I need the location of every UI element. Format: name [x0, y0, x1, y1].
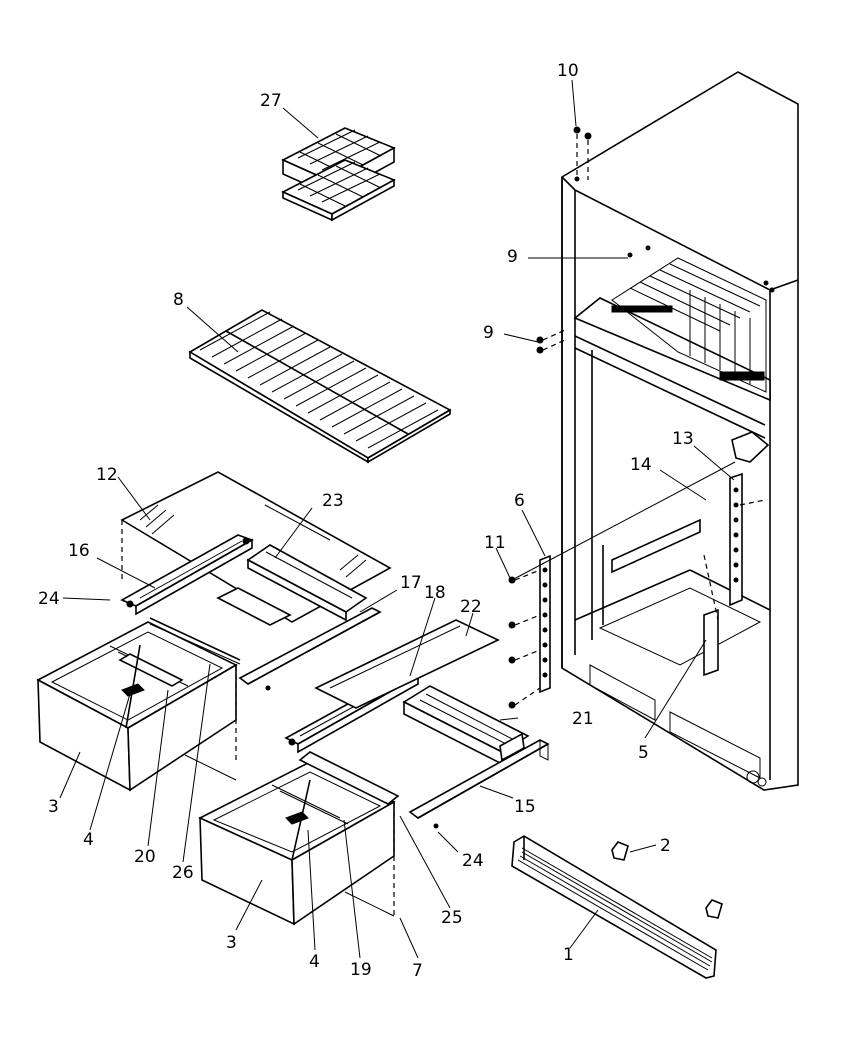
freezer-evaporator-grid	[611, 257, 767, 393]
callout-24-left: 24	[38, 589, 60, 609]
callout-2: 2	[660, 836, 671, 856]
callout-labels: 1 2 3 3 4 4 5 6 7 8 9 9 10 11 12 13 14 1…	[38, 61, 694, 981]
leader-lines	[59, 79, 735, 959]
callout-19: 19	[350, 960, 372, 980]
callout-3-right: 3	[226, 933, 237, 953]
callout-23: 23	[322, 491, 344, 511]
callout-4-left: 4	[83, 830, 94, 850]
callout-6: 6	[514, 491, 525, 511]
callout-20: 20	[134, 847, 156, 867]
callout-17: 17	[400, 573, 422, 593]
slide-rail-16	[120, 534, 382, 691]
callout-15: 15	[514, 797, 536, 817]
callout-26: 26	[172, 863, 194, 883]
crisper-cover-22	[314, 619, 500, 709]
callout-7: 7	[412, 961, 423, 981]
freezer-wire-shelf	[188, 309, 452, 464]
callout-22: 22	[460, 597, 482, 617]
callout-11: 11	[484, 533, 506, 553]
callout-18: 18	[424, 583, 446, 603]
ice-trays	[281, 127, 396, 222]
callout-1: 1	[563, 945, 574, 965]
callout-27: 27	[260, 91, 282, 111]
callout-3-left: 3	[48, 797, 59, 817]
callout-16: 16	[68, 541, 90, 561]
shelf-rail-left	[508, 554, 551, 709]
toe-grille	[511, 835, 717, 979]
callout-9-upper: 9	[507, 247, 518, 267]
grille-clips	[611, 841, 723, 919]
callout-4-right: 4	[309, 952, 320, 972]
crisper-divider-21	[402, 685, 530, 766]
callout-8: 8	[173, 290, 184, 310]
top-screws	[536, 126, 651, 354]
crisper-divider-23	[216, 544, 368, 626]
callout-10: 10	[557, 61, 579, 81]
callout-21: 21	[572, 709, 594, 729]
callout-12: 12	[96, 465, 118, 485]
slide-rail-15	[408, 739, 550, 829]
callout-25: 25	[441, 908, 463, 928]
crisper-drawer-left	[36, 617, 241, 792]
callout-24-right: 24	[462, 851, 484, 871]
callout-5: 5	[638, 743, 649, 763]
callout-9-lower: 9	[483, 323, 494, 343]
callout-14: 14	[630, 455, 652, 475]
refrigerator-cabinet	[561, 71, 799, 791]
callout-13: 13	[672, 429, 694, 449]
